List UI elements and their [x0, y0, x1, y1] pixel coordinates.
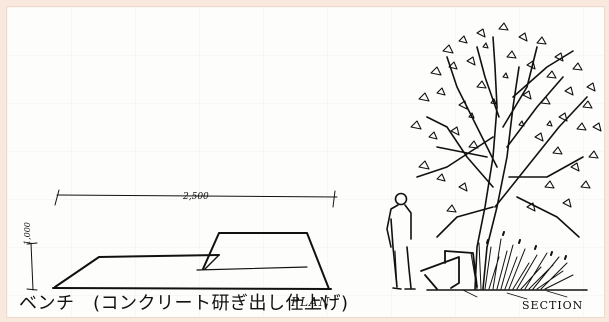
undergrowth [426, 231, 588, 300]
person-figure [386, 192, 416, 290]
section-label: SECTION [522, 299, 584, 312]
dimension-lines [26, 189, 338, 291]
tree-trunk [416, 36, 588, 290]
paper-background [7, 7, 604, 317]
plan-label: PLAN [291, 295, 331, 309]
tree-foliage [410, 22, 602, 213]
bench-section [420, 250, 478, 290]
height-dimension-label: 1,000 [23, 222, 32, 245]
drawing-frame: 2,500 1,000 PLAN SECTION ベンチ (コンクリート研ぎ出し… [6, 6, 605, 318]
width-dimension-label: 2,500 [183, 192, 209, 202]
sketch-canvas [26, 22, 602, 300]
drawing-caption: ベンチ (コンクリート研ぎ出し仕上げ) [19, 293, 349, 314]
bench-elevation [52, 232, 332, 290]
